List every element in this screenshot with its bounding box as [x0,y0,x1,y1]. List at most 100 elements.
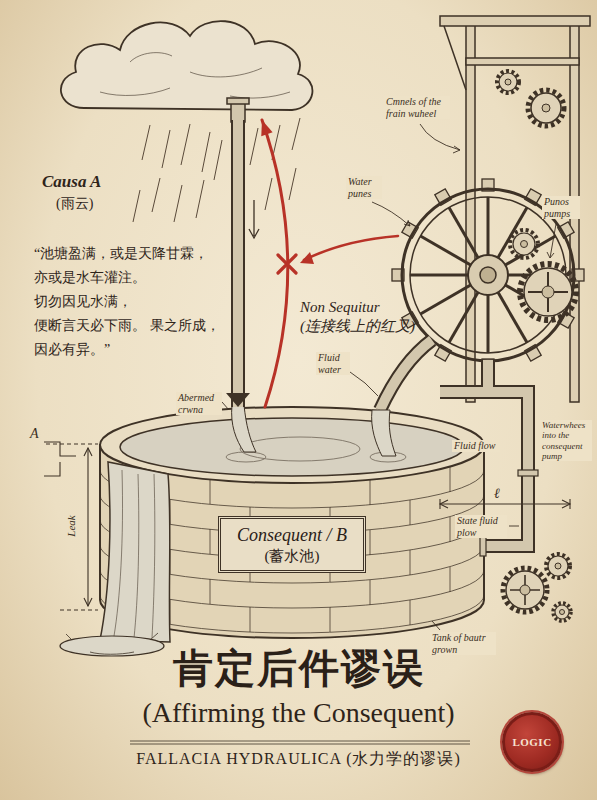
rain-cloud [61,21,313,110]
wheel-frame [440,16,590,26]
gear [520,585,530,595]
red-line [262,120,288,407]
wheel-frame [466,58,579,65]
dimension-lines [84,448,92,606]
verse-note: “池塘盈满，或是天降甘霖， 亦或是水车灌注。 切勿因见水满， 便断言天必下雨。 … [34,242,234,362]
dimension-lines [87,448,88,606]
water-stream [372,410,396,456]
pipe-outer [231,120,245,407]
dimension-lines [440,500,570,508]
part-label: Abermed crwna [176,392,222,415]
wheel-frame [444,26,466,90]
part-label: Waterwhees into the consequent pump [540,420,592,461]
leader-lines [222,124,556,630]
leader-lines [222,402,229,410]
feed-pipe [480,536,486,556]
leader-lines [350,372,378,396]
gear [505,79,511,85]
pipe-connector [226,120,250,407]
gear [506,571,544,609]
leader-lines [453,146,460,153]
cistern-node: Consequent / B(蓄水池) [100,407,484,638]
cloud-pipe-stub [227,98,249,122]
gear [542,104,550,112]
feed-pipe [440,360,528,546]
gear [510,230,538,258]
water-stream [232,405,256,452]
gear [499,73,517,91]
gear [528,90,564,126]
dimension-label: A [30,426,39,441]
feed-pipe [518,470,538,476]
cistern [130,465,450,632]
seal-text: LOGIC [512,736,551,748]
cloud-node: Causa A(雨云) [55,8,315,120]
leader-lines [509,526,519,527]
dimension-lines [44,442,570,610]
gear [513,233,535,255]
gear [520,264,576,320]
cistern [240,437,360,461]
red-arrowhead [300,252,314,264]
wax-seal: LOGIC [502,712,562,772]
wheel-frame [466,22,475,402]
leader-lines [432,621,440,630]
gear [520,264,576,320]
waterfall [60,636,164,656]
gear [510,230,538,258]
pipe-inner [233,120,243,407]
water-wheel [480,267,496,283]
red-cross [278,236,398,273]
waterfall [100,462,170,642]
gear [531,93,561,123]
gear [542,286,554,298]
gear [553,603,571,621]
gear [503,568,547,612]
dimension-lines [46,444,98,610]
part-label: Punos pumps [542,196,580,219]
rain-cloud [100,53,290,98]
part-label: Fluid flow [452,440,500,452]
gear [510,575,540,605]
rain-cloud [61,21,313,110]
wheel-pipe [380,340,432,410]
red-cross [304,236,398,260]
arrowhead [226,393,250,407]
flow-arrow [249,200,259,238]
gear [497,71,519,93]
part-label: State fluid plow [455,515,507,538]
part-label: Water punes [346,176,382,199]
gear [553,603,571,621]
plaque-text: (蓄水池) [237,547,347,566]
leader-lines [372,202,410,226]
water-wheel [468,255,508,295]
gear [546,554,570,578]
title-rule [130,741,470,744]
plaque-text: Consequent / B [237,524,347,547]
title: 肯定后件谬误 [0,646,597,692]
wheel-pipe [380,340,432,410]
gear [555,605,569,619]
wheel-pipe [380,340,432,410]
cause-subheading: (雨云) [56,196,93,213]
dimension-label: Leak [65,515,77,536]
arrowhead [261,120,272,136]
gear [503,568,547,612]
name-plaque: Consequent / B(蓄水池) [218,516,366,573]
feed-pipe [440,360,528,546]
gear [521,241,528,248]
gear [528,90,564,126]
gear [528,272,568,312]
waterfall [66,633,158,654]
cistern [226,452,266,462]
cistern [120,418,464,476]
feed-pipe [440,360,538,556]
water-wheel [449,207,527,342]
part-label: Cmnels of the frain wuheel [384,96,450,119]
subtitle: (Affirming the Consequent) [0,697,597,729]
waterfall [60,462,170,656]
gear [524,268,572,316]
gear [560,610,565,615]
gear [546,554,570,578]
